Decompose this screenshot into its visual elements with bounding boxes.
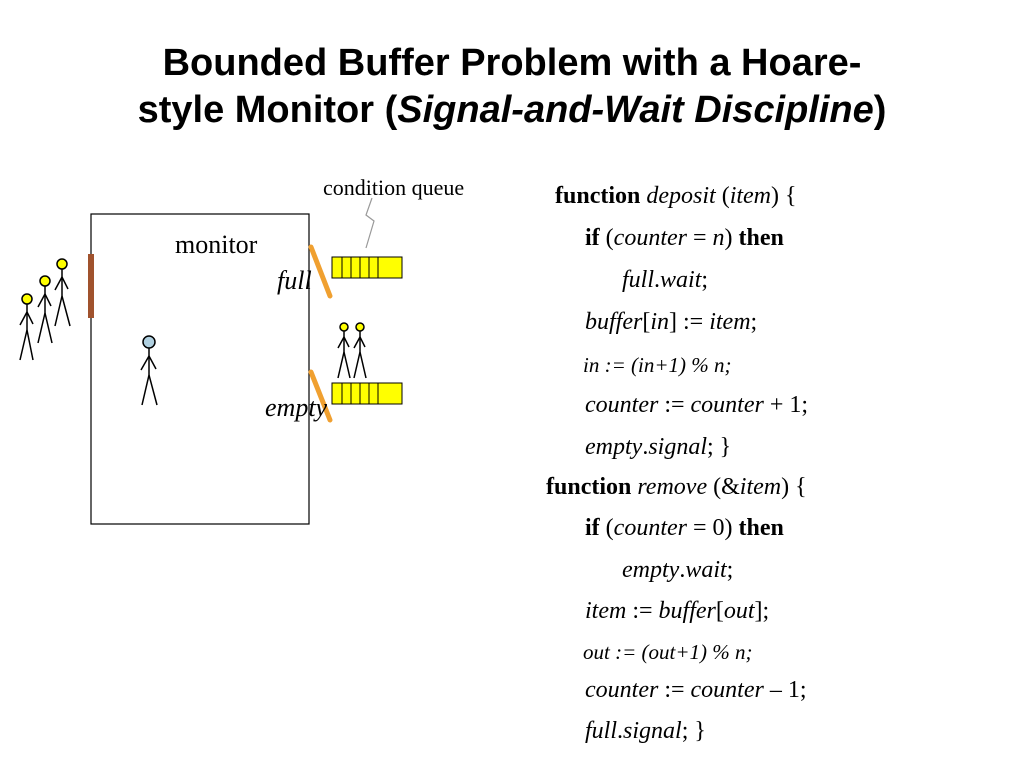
code-line-remove-header: function remove (&item) {: [546, 474, 807, 500]
code-line-empty-signal: empty.signal; }: [585, 434, 732, 460]
code-line-in-increment: in := (in+1) % n;: [583, 353, 732, 377]
queued-process-figure: [337, 322, 351, 379]
empty-condition-queue: [331, 382, 403, 405]
empty-condition-label: empty: [265, 393, 328, 422]
slide-title: Bounded Buffer Problem with a Hoare- sty…: [0, 40, 1024, 134]
code-line-if-full: if (counter = n) then: [585, 225, 784, 251]
waiting-process-figure: [54, 258, 71, 327]
full-gate: [308, 244, 333, 299]
code-line-empty-wait: empty.wait;: [622, 557, 734, 583]
monitor-label: monitor: [175, 230, 258, 259]
title-suffix: ): [873, 89, 887, 131]
full-condition-label: full: [277, 266, 312, 295]
code-line-counter-dec: counter := counter – 1;: [585, 677, 807, 703]
title-line-1: Bounded Buffer Problem with a Hoare-: [162, 42, 862, 84]
full-condition-queue: [331, 256, 403, 279]
title-line-2: style Monitor (Signal-and-Wait Disciplin…: [0, 87, 1024, 134]
code-line-if-empty: if (counter = 0) then: [585, 515, 784, 541]
code-line-buffer-in: buffer[in] := item;: [585, 309, 758, 335]
code-line-full-wait: full.wait;: [622, 267, 709, 293]
waiting-process-figure: [37, 275, 53, 344]
title-discipline: Signal-and-Wait Discipline: [397, 89, 874, 131]
waiting-process-figure: [19, 293, 34, 361]
title-prefix: style Monitor (: [137, 89, 398, 131]
queued-process-figure: [353, 322, 367, 379]
queue-pointer-line: [365, 197, 375, 249]
code-line-deposit-header: function deposit (item) {: [555, 183, 797, 209]
active-process-figure: [140, 335, 158, 406]
code-line-counter-inc: counter := counter + 1;: [585, 392, 809, 418]
code-line-out-increment: out := (out+1) % n;: [583, 640, 753, 664]
code-line-full-signal: full.signal; }: [585, 718, 706, 744]
empty-gate: [308, 369, 333, 423]
entrance-bar: [88, 254, 94, 318]
condition-queue-label: condition queue: [323, 175, 465, 200]
code-line-item-out: item := buffer[out];: [585, 598, 770, 624]
monitor-box: [90, 213, 310, 525]
